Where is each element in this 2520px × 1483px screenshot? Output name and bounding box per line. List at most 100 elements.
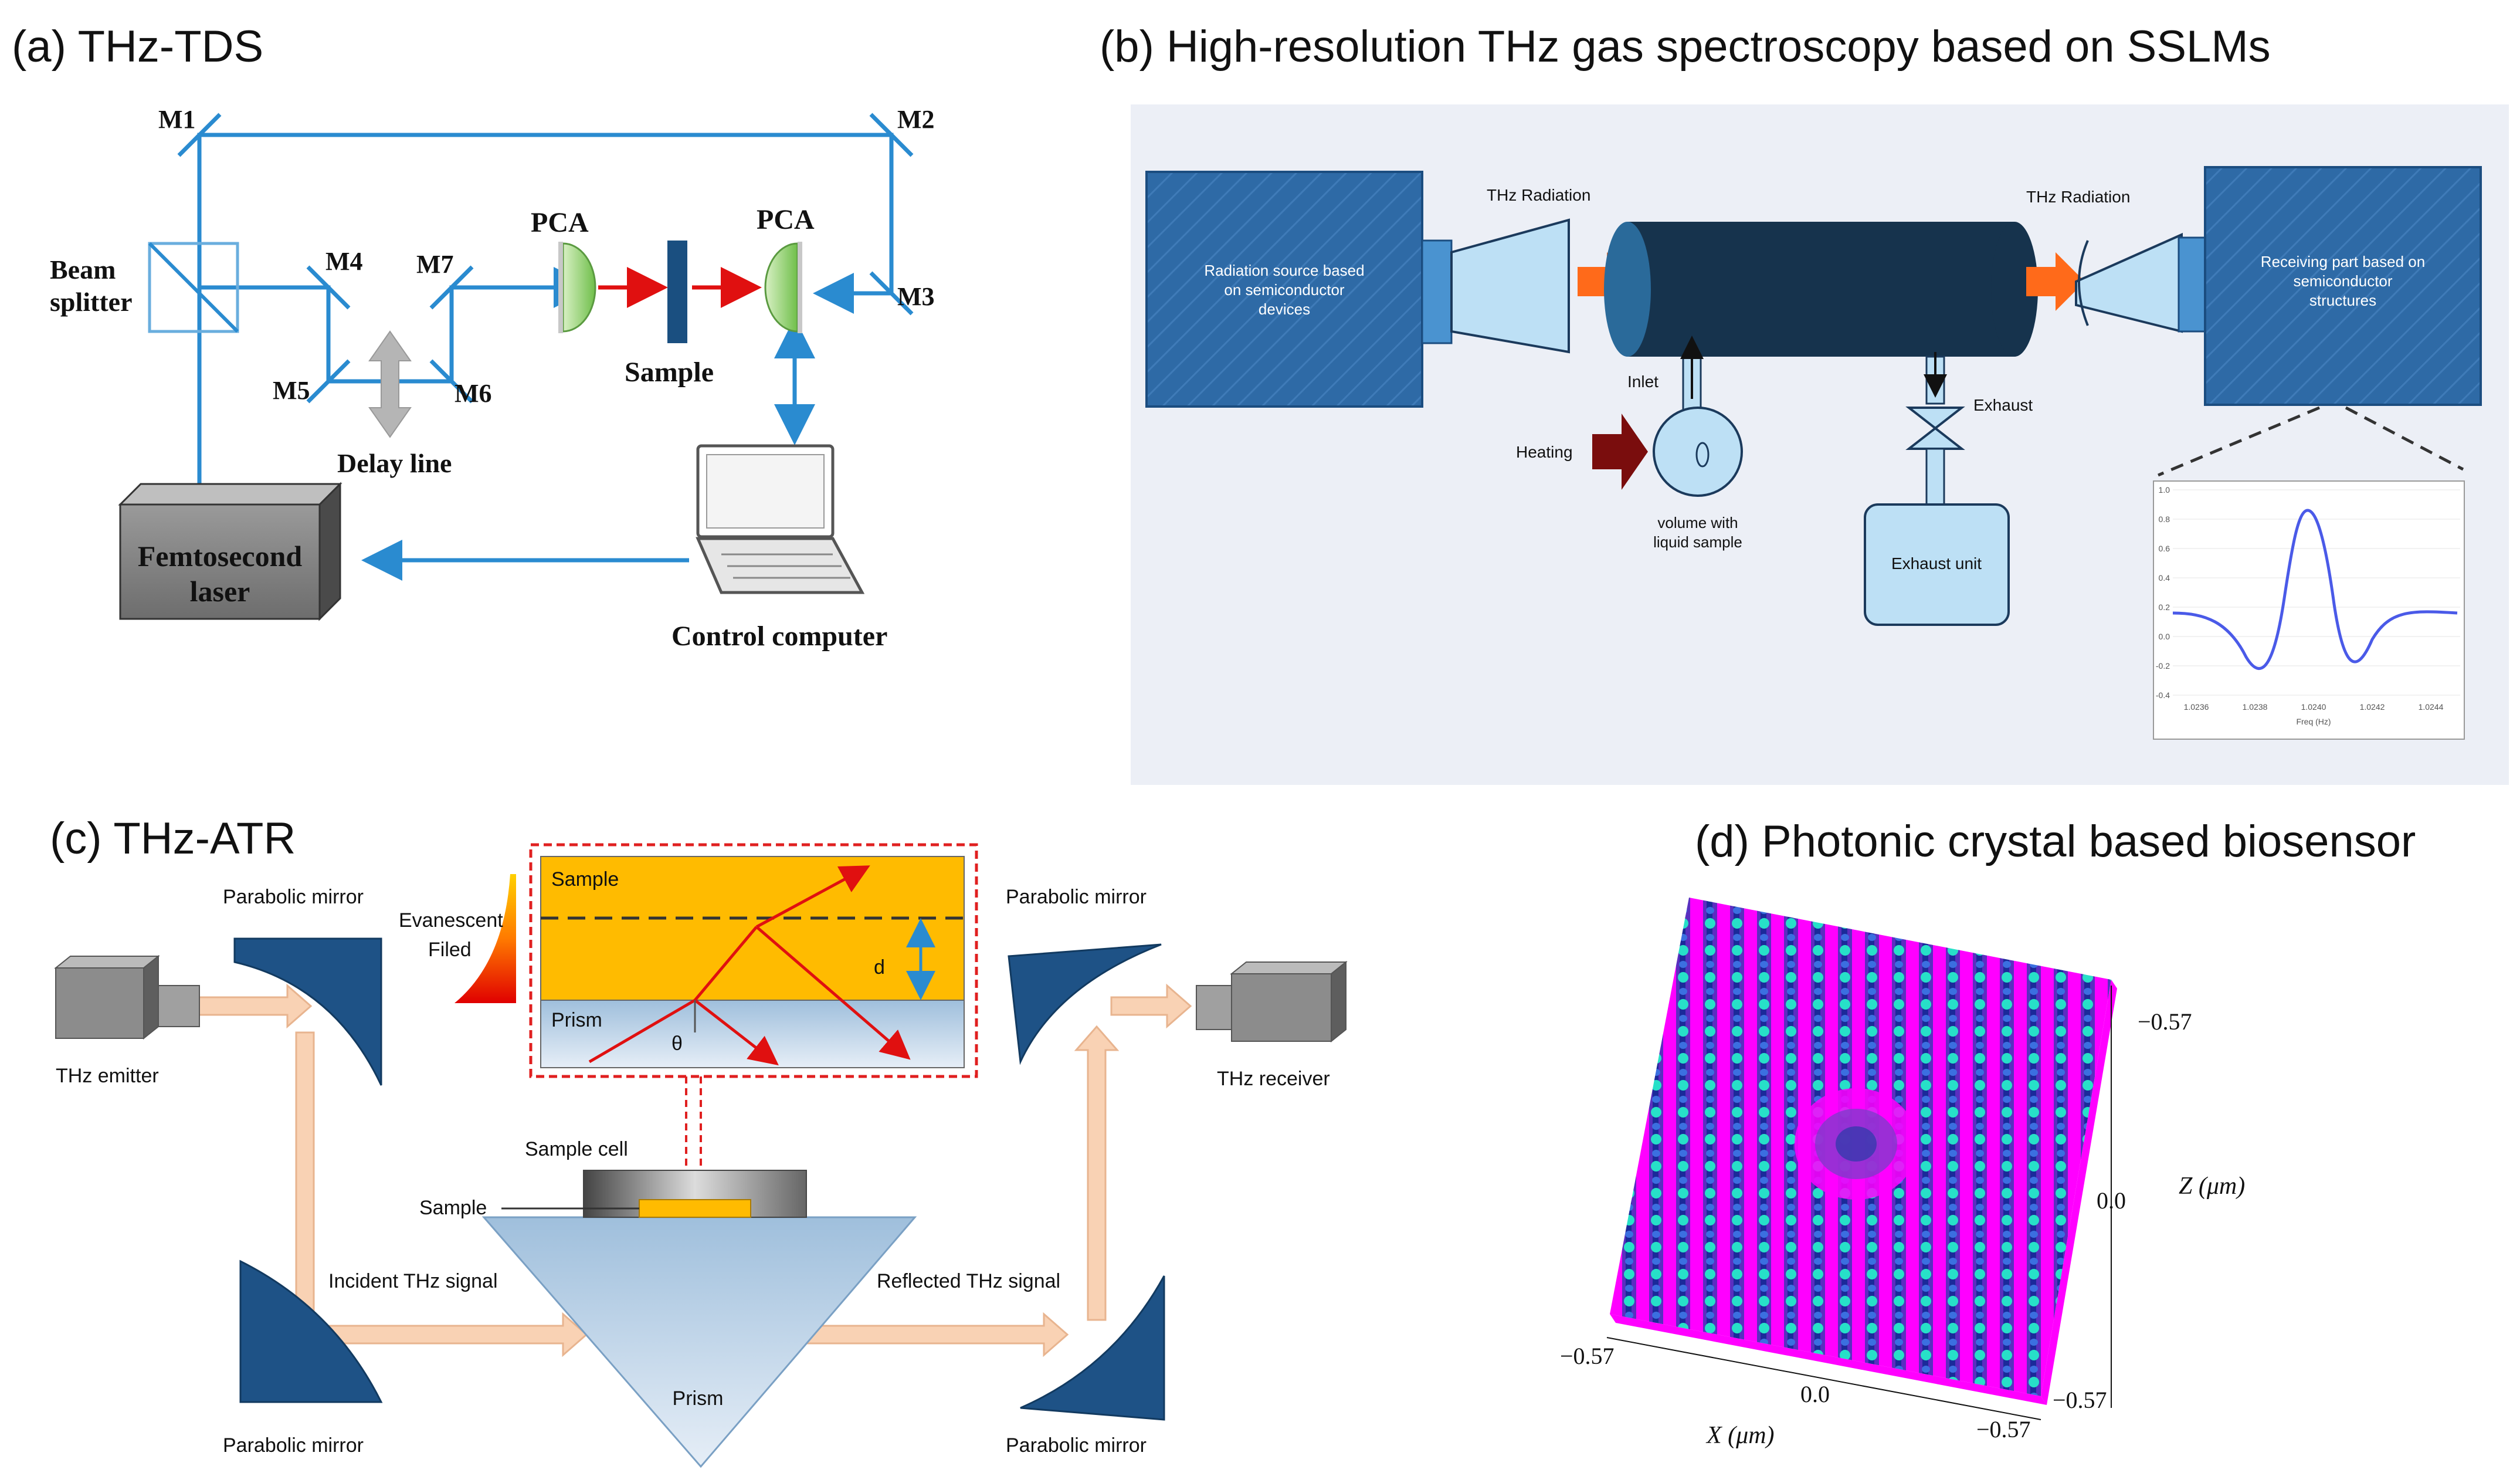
femtosecond-laser bbox=[118, 482, 342, 621]
receiver-label-1: Receiving part based on bbox=[2261, 253, 2425, 270]
delay-line-label: Delay line bbox=[337, 448, 452, 478]
source-label-2: on semiconductor bbox=[1224, 281, 1345, 299]
panel-b: (b) High-resolution THz gas spectroscopy… bbox=[1100, 22, 2509, 785]
inset-rays bbox=[588, 865, 911, 1066]
label-m7: M7 bbox=[416, 250, 454, 279]
inset-y-tick: -0.4 bbox=[2156, 690, 2170, 700]
inset-sample-label: Sample bbox=[551, 868, 619, 891]
parabolic-mirror-bl bbox=[239, 1259, 383, 1403]
heating-label: Heating bbox=[1516, 443, 1573, 461]
label-m4: M4 bbox=[325, 247, 363, 276]
panel-d-title: (d) Photonic crystal based biosensor bbox=[1695, 817, 2416, 866]
control-computer-label: Control computer bbox=[671, 621, 887, 652]
label-m1: M1 bbox=[158, 105, 196, 134]
delay-line-arrow bbox=[368, 330, 412, 438]
source-label-3: devices bbox=[1259, 300, 1310, 318]
panel-b-title: (b) High-resolution THz gas spectroscopy… bbox=[1100, 22, 2271, 72]
reflected-signal-label: Reflected THz signal bbox=[877, 1270, 1060, 1292]
parabolic-mirror-tr-label: Parabolic mirror bbox=[1006, 886, 1147, 908]
evanescent-label-2: Filed bbox=[428, 939, 472, 961]
parabolic-mirror-bl-label: Parabolic mirror bbox=[223, 1434, 364, 1457]
z-tick-2: 0.0 bbox=[2097, 1187, 2126, 1214]
gas-tube bbox=[1604, 222, 2038, 357]
inset-x-tick: 1.0244 bbox=[2419, 702, 2444, 712]
label-m2: M2 bbox=[897, 105, 935, 134]
incident-signal-label: Incident THz signal bbox=[328, 1270, 498, 1292]
receiver-block bbox=[2204, 166, 2482, 406]
thz-emitter-label: THz emitter bbox=[56, 1065, 159, 1087]
inlet-label: Inlet bbox=[1627, 373, 1658, 391]
inset-y-tick: 1.0 bbox=[2159, 485, 2170, 495]
inset-x-tick: 1.0242 bbox=[2360, 702, 2385, 712]
beam-splitter bbox=[148, 242, 239, 333]
mirror-m1 bbox=[177, 113, 222, 157]
inset-y-tick: 0.2 bbox=[2159, 602, 2170, 612]
source-label-1: Radiation source based bbox=[1204, 262, 1364, 279]
mirror-m5 bbox=[306, 359, 351, 404]
panel-d: (d) Photonic crystal based biosensor −0.… bbox=[1560, 817, 2416, 1449]
inset-plot-line bbox=[2172, 509, 2458, 671]
label-m6: M6 bbox=[455, 379, 492, 408]
laser-label-2: laser bbox=[190, 575, 250, 608]
beam-splitter-label-2: splitter bbox=[50, 287, 133, 317]
parabolic-mirror-tr bbox=[1008, 943, 1162, 1065]
sample-label: Sample bbox=[625, 357, 714, 388]
radiation-source-block bbox=[1145, 171, 1423, 408]
beam-splitter-label-1: Beam bbox=[50, 255, 116, 285]
inset-y-tick: 0.8 bbox=[2159, 514, 2170, 524]
inset-d-label: d bbox=[874, 956, 885, 978]
panel-c-title: (c) THz-ATR bbox=[50, 814, 296, 864]
pca-right-label: PCA bbox=[757, 204, 815, 235]
heating-arrow bbox=[1592, 414, 1648, 490]
exhaust-label: Exhaust bbox=[1973, 396, 2033, 414]
receiver-label-2: semiconductor bbox=[2293, 272, 2392, 290]
orange-arrow-right bbox=[2026, 252, 2085, 311]
pca-right bbox=[764, 242, 802, 333]
y-tick: −0.57 bbox=[2053, 1387, 2107, 1413]
sample-plate bbox=[667, 241, 687, 343]
laptop-icon bbox=[696, 444, 865, 594]
x-tick-1: −0.57 bbox=[1560, 1343, 1615, 1369]
mirror-m7 bbox=[429, 265, 474, 310]
atr-inset-prism bbox=[540, 1000, 965, 1068]
panel-a: (a) THz-TDS M1 M2 M3 M4 M5 M6 M7 bbox=[12, 22, 935, 652]
parabolic-mirror-br-label: Parabolic mirror bbox=[1006, 1434, 1147, 1457]
atr-inset-border bbox=[529, 843, 978, 1078]
photonic-crystal-surface bbox=[1610, 898, 2117, 1405]
mirror-m2 bbox=[869, 113, 914, 157]
receiver-label-3: structures bbox=[2309, 292, 2376, 309]
parabolic-mirror-br bbox=[1020, 1275, 1165, 1421]
inset-theta-label: θ bbox=[671, 1032, 683, 1055]
mirror-m3 bbox=[869, 271, 914, 316]
thz-receiver-icon bbox=[1196, 960, 1348, 1043]
atr-prism-label: Prism bbox=[673, 1387, 724, 1410]
exhaust-unit-label: Exhaust unit bbox=[1891, 554, 1982, 573]
pca-left bbox=[558, 242, 596, 333]
pca-left-label: PCA bbox=[531, 207, 589, 238]
thz-radiation-left: THz Radiation bbox=[1487, 186, 1590, 204]
crystal-defect bbox=[1795, 1088, 1918, 1200]
thz-emitter-icon bbox=[54, 954, 200, 1040]
z-tick-1: −0.57 bbox=[2138, 1008, 2192, 1035]
x-tick-2: 0.0 bbox=[1800, 1381, 1830, 1407]
inset-x-tick: 1.0236 bbox=[2184, 702, 2209, 712]
volume-label-1: volume with bbox=[1657, 514, 1738, 531]
sample-label-c: Sample bbox=[419, 1197, 487, 1219]
mirror-m6 bbox=[429, 359, 474, 404]
sample-cell-sample bbox=[639, 1199, 751, 1218]
parabolic-mirror-tl bbox=[233, 937, 382, 1086]
flask-icon bbox=[1653, 407, 1743, 497]
panel-a-mirrors bbox=[177, 113, 914, 404]
atr-inset-sample bbox=[540, 856, 965, 1001]
horn-left bbox=[1450, 218, 1570, 354]
inset-y-tick: -0.2 bbox=[2156, 661, 2170, 671]
inset-y-tick: 0.4 bbox=[2159, 573, 2170, 583]
mirror-m4 bbox=[306, 265, 351, 310]
evanescent-gradient bbox=[455, 874, 516, 1003]
thz-receiver-label: THz receiver bbox=[1217, 1068, 1330, 1090]
inset-x-tick: 1.0240 bbox=[2301, 702, 2326, 712]
label-m3: M3 bbox=[897, 282, 935, 311]
